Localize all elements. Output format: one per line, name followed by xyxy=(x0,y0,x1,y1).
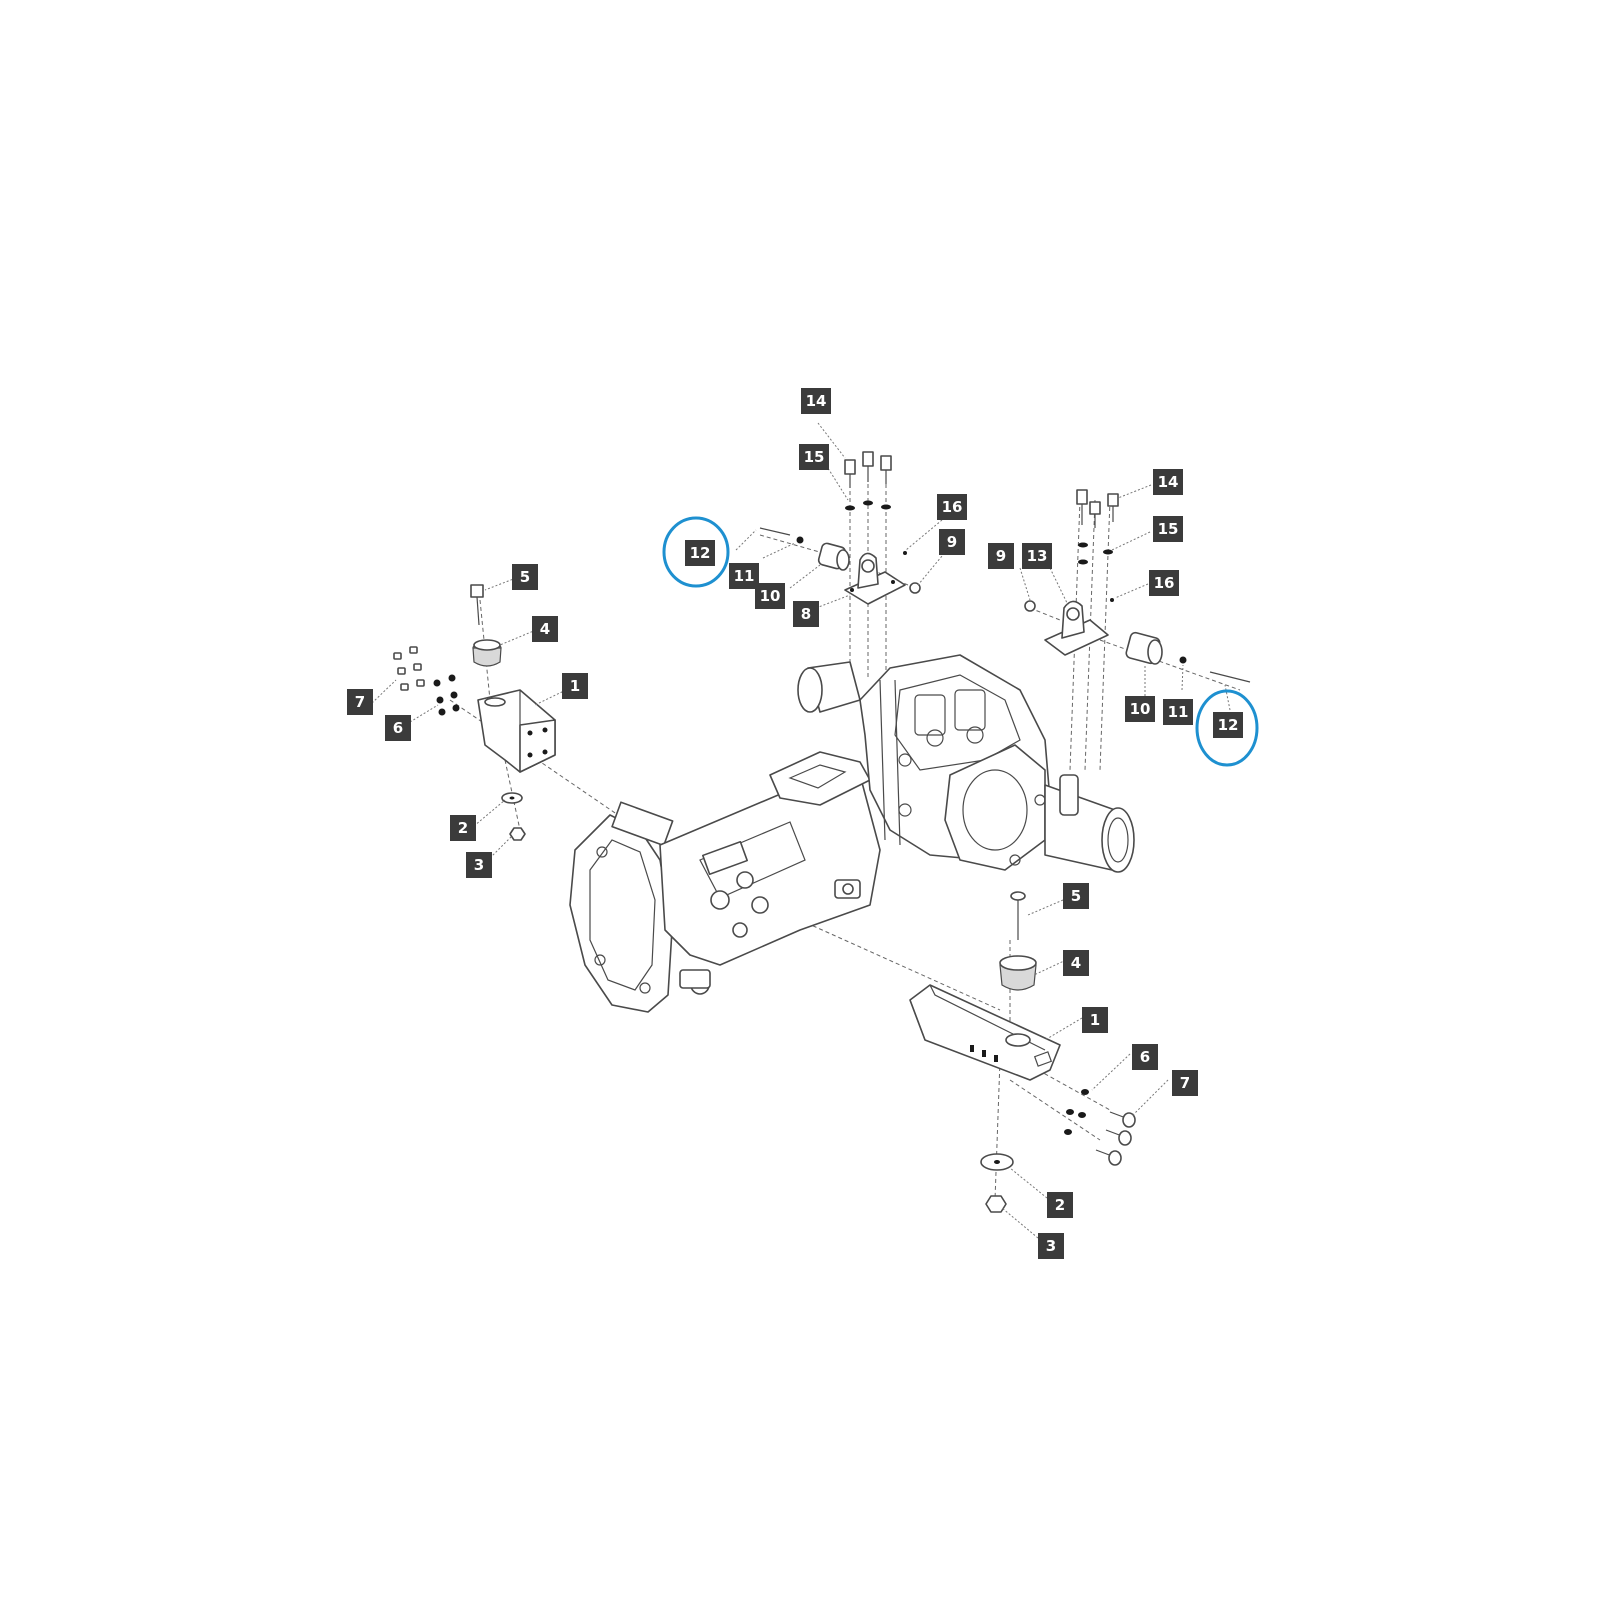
rubber-mount-4-left xyxy=(472,639,502,667)
rubber-mount-4-right xyxy=(999,955,1037,991)
callout-10-upper-right: 10 xyxy=(1125,696,1155,722)
bolts-upper-left xyxy=(844,451,921,594)
nut-3-right xyxy=(985,1195,1007,1213)
nut-3-left xyxy=(509,827,526,841)
svg-text:5: 5 xyxy=(520,568,530,586)
svg-text:5: 5 xyxy=(1071,887,1081,905)
svg-text:15: 15 xyxy=(804,448,825,466)
callout-2-left: 2 xyxy=(450,815,476,841)
callout-15-upper-left: 15 xyxy=(799,444,829,470)
svg-text:15: 15 xyxy=(1158,520,1179,538)
svg-text:2: 2 xyxy=(458,819,468,837)
callout-12-upper-right: 12 xyxy=(1213,712,1243,738)
callout-16-upper-left: 16 xyxy=(937,494,967,520)
washer-2-left xyxy=(501,792,523,804)
svg-text:10: 10 xyxy=(760,587,781,605)
front-mount-right xyxy=(909,891,1136,1213)
svg-text:9: 9 xyxy=(996,547,1006,565)
svg-text:3: 3 xyxy=(474,856,484,874)
callout-1-right: 1 xyxy=(1082,1007,1108,1033)
svg-text:4: 4 xyxy=(540,620,550,638)
svg-text:16: 16 xyxy=(942,498,963,516)
svg-text:12: 12 xyxy=(1218,716,1239,734)
transmission-housing xyxy=(569,654,1135,1013)
callout-12-upper-left: 12 xyxy=(685,540,715,566)
svg-text:1: 1 xyxy=(1090,1011,1100,1029)
shift-linkage xyxy=(679,871,861,995)
highlight-circle-part-12-right xyxy=(1195,689,1259,767)
callout-3-right: 3 xyxy=(1038,1233,1064,1259)
svg-text:6: 6 xyxy=(1140,1048,1150,1066)
front-mount-left xyxy=(393,584,556,841)
svg-text:16: 16 xyxy=(1154,574,1175,592)
bushing-upper-left xyxy=(817,542,850,571)
callout-4-right: 4 xyxy=(1063,950,1089,976)
svg-text:14: 14 xyxy=(806,392,827,410)
svg-text:10: 10 xyxy=(1130,700,1151,718)
callout-8-upper-left: 8 xyxy=(793,601,819,627)
callout-13-upper-right: 13 xyxy=(1022,543,1052,569)
callout-7-right: 7 xyxy=(1172,1070,1198,1096)
callout-9-upper-left: 9 xyxy=(939,529,965,555)
svg-text:13: 13 xyxy=(1027,547,1048,565)
bolts-7-right xyxy=(1095,1111,1136,1166)
svg-text:11: 11 xyxy=(1168,703,1189,721)
washers-6-right xyxy=(1064,1089,1089,1135)
mount-bracket-upper-left xyxy=(844,552,906,605)
svg-text:8: 8 xyxy=(801,605,811,623)
callout-2-right: 2 xyxy=(1047,1192,1073,1218)
callout-5-left: 5 xyxy=(512,564,538,590)
bolts-upper-right xyxy=(1024,489,1119,612)
washer-2-right xyxy=(980,1153,1014,1171)
pin-upper-right xyxy=(1179,656,1251,683)
highlight-circle-part-12-left xyxy=(662,516,730,588)
callout-1-left: 1 xyxy=(562,673,588,699)
svg-text:9: 9 xyxy=(947,533,957,551)
callout-5-right: 5 xyxy=(1063,883,1089,909)
svg-text:11: 11 xyxy=(734,567,755,585)
pin-upper-left xyxy=(759,527,804,544)
callout-4-left: 4 xyxy=(532,616,558,642)
svg-text:6: 6 xyxy=(393,719,403,737)
svg-text:4: 4 xyxy=(1071,954,1081,972)
svg-text:3: 3 xyxy=(1046,1237,1056,1255)
svg-text:2: 2 xyxy=(1055,1196,1065,1214)
washers-6-left xyxy=(433,674,460,716)
callout-6-right: 6 xyxy=(1132,1044,1158,1070)
callout-14-upper-right: 14 xyxy=(1153,469,1183,495)
bracket-1-left xyxy=(477,689,556,773)
svg-text:7: 7 xyxy=(1180,1074,1190,1092)
bolts-7-left xyxy=(393,646,425,691)
svg-text:7: 7 xyxy=(355,693,365,711)
bolt-5-left xyxy=(470,584,484,626)
callout-11-upper-left: 11 xyxy=(729,563,759,589)
mount-bracket-upper-right xyxy=(1044,600,1109,656)
bushing-upper-right xyxy=(1125,631,1163,665)
callout-3-left: 3 xyxy=(466,852,492,878)
leader-lines xyxy=(371,422,1231,1239)
callout-6-left: 6 xyxy=(385,715,411,741)
svg-text:12: 12 xyxy=(690,544,711,562)
callout-9-upper-right: 9 xyxy=(988,543,1014,569)
callout-10-upper-left: 10 xyxy=(755,583,785,609)
callout-11-upper-right: 11 xyxy=(1163,699,1193,725)
bolt-5-right xyxy=(1010,891,1026,940)
bracket-1-right xyxy=(909,984,1061,1081)
callout-15-upper-right: 15 xyxy=(1153,516,1183,542)
svg-text:14: 14 xyxy=(1158,473,1179,491)
svg-text:1: 1 xyxy=(570,677,580,695)
callout-16-upper-right: 16 xyxy=(1149,570,1179,596)
callout-14-upper-left: 14 xyxy=(801,388,831,414)
callout-7-left: 7 xyxy=(347,689,373,715)
